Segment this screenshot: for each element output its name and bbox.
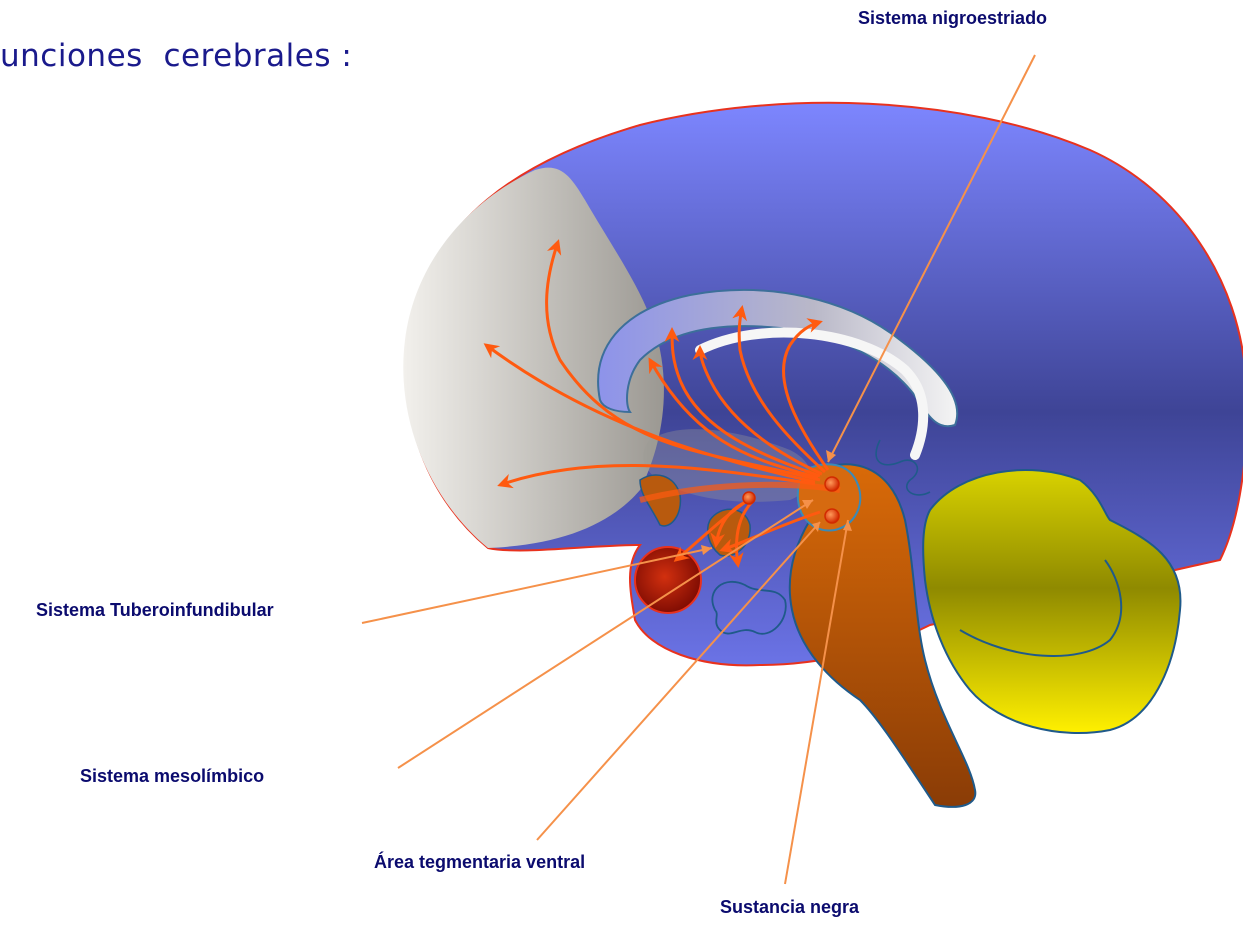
nucleus-tubero [743,492,755,504]
label-sistema-tuberoinfundibular: Sistema Tuberoinfundibular [36,600,274,621]
nucleus-vta [825,509,839,523]
label-area-tegmentaria-ventral: Área tegmentaria ventral [374,852,585,873]
label-sistema-mesolimbico: Sistema mesolímbico [80,766,264,787]
nucleus-nigrostriatal [825,477,839,491]
label-sistema-nigroestriado: Sistema nigroestriado [858,8,1047,29]
label-sustancia-negra: Sustancia negra [720,897,859,918]
